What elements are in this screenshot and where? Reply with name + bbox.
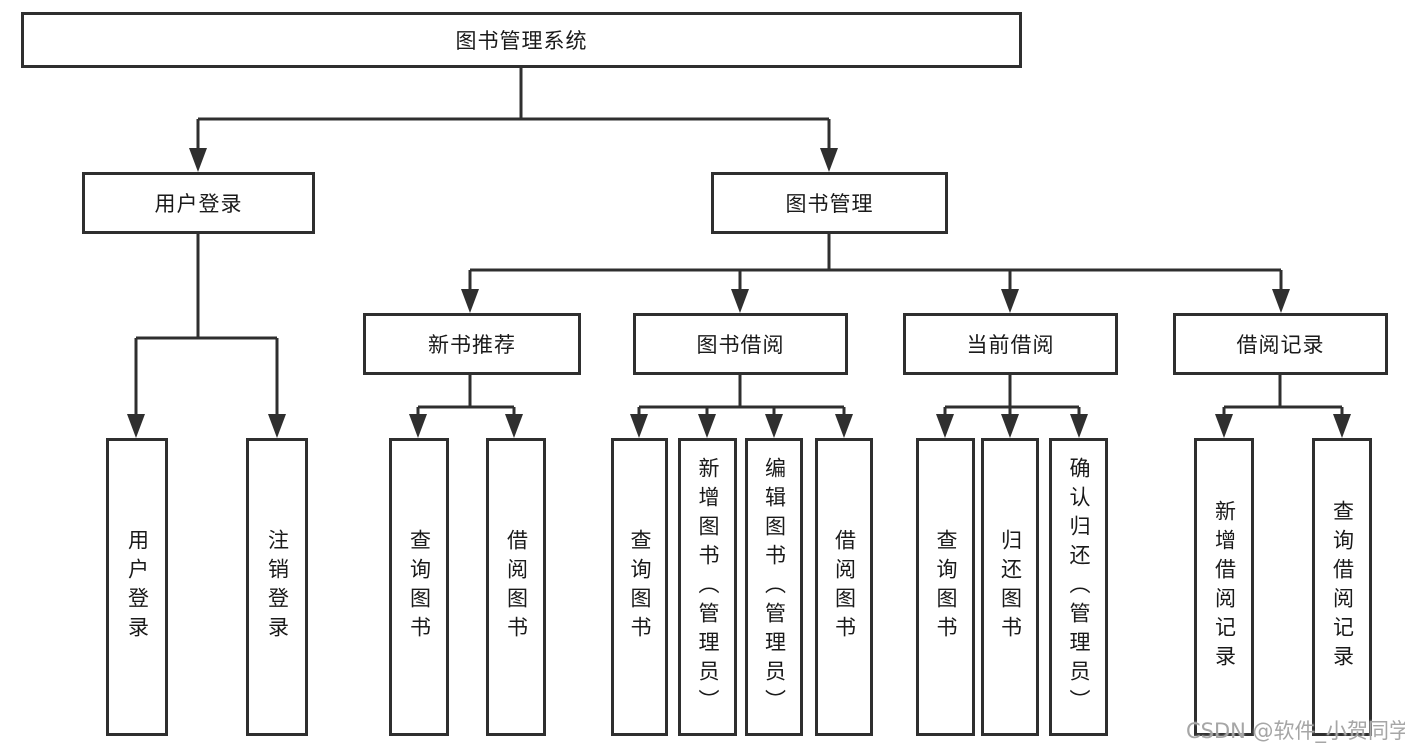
node-book-management: 图书管理 bbox=[711, 172, 948, 234]
leaf-cb-confirm-return-admin: 确认归还（管理员） bbox=[1049, 438, 1108, 736]
csdn-watermark: CSDN @软件_小贺同学 bbox=[1186, 719, 1405, 743]
leaf-nbr-query-book: 查询图书 bbox=[389, 438, 449, 736]
leaf-bb-add-book-admin: 新增图书（管理员） bbox=[678, 438, 737, 736]
leaf-br-query-record: 查询借阅记录 bbox=[1312, 438, 1372, 736]
node-user-login: 用户登录 bbox=[82, 172, 315, 234]
leaf-bb-query-book: 查询图书 bbox=[611, 438, 668, 736]
node-current-borrow: 当前借阅 bbox=[903, 313, 1118, 375]
leaf-cb-return-book: 归还图书 bbox=[981, 438, 1039, 736]
arrowhead-icons bbox=[127, 148, 1351, 438]
leaf-logout: 注销登录 bbox=[246, 438, 308, 736]
node-borrow-records: 借阅记录 bbox=[1173, 313, 1388, 375]
leaf-nbr-borrow-book: 借阅图书 bbox=[486, 438, 546, 736]
node-root: 图书管理系统 bbox=[21, 12, 1022, 68]
node-new-book-recommend: 新书推荐 bbox=[363, 313, 581, 375]
leaf-bb-edit-book-admin: 编辑图书（管理员） bbox=[745, 438, 803, 736]
leaf-br-add-record: 新增借阅记录 bbox=[1194, 438, 1254, 736]
leaf-user-login: 用户登录 bbox=[106, 438, 168, 736]
node-book-borrow: 图书借阅 bbox=[633, 313, 848, 375]
tree-edges bbox=[134, 66, 1344, 416]
leaf-cb-query-book: 查询图书 bbox=[916, 438, 975, 736]
leaf-bb-borrow-book: 借阅图书 bbox=[815, 438, 873, 736]
